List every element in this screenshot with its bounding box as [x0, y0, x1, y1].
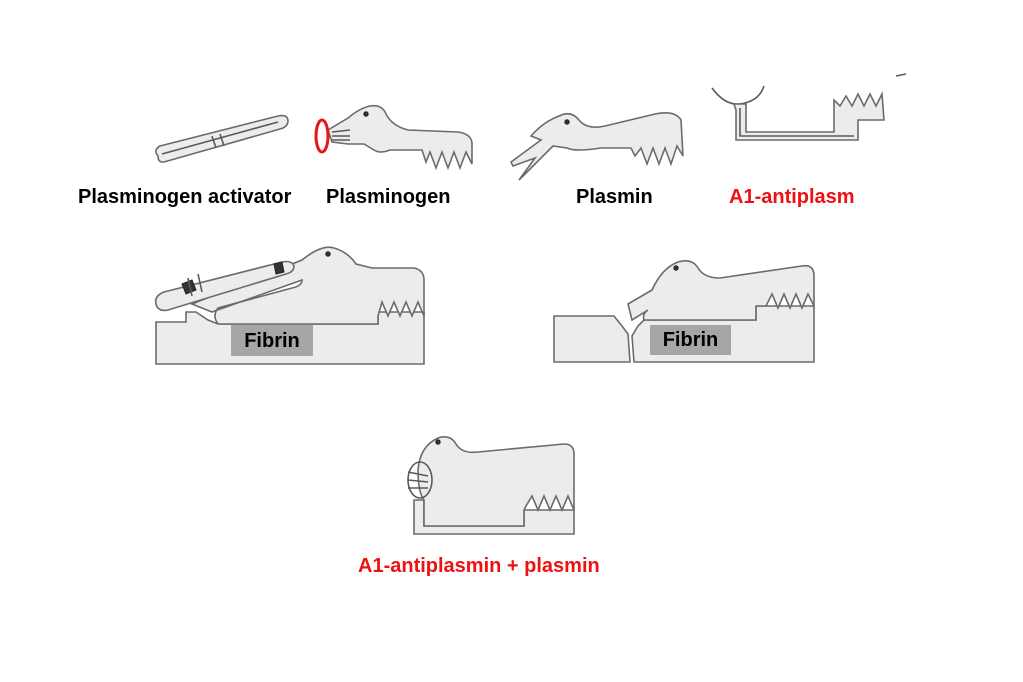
red-ring-highlight	[314, 118, 330, 154]
antiplasmin-clamp-icon	[711, 73, 907, 141]
label-a1-antiplasm: A1-antiplasm	[729, 186, 855, 208]
antiplasmin-plasmin-complex-icon	[407, 436, 575, 535]
plasmin-creature-icon	[509, 112, 684, 181]
plasmin-cleaving-fibrin-icon	[553, 260, 815, 363]
label-complex: A1-antiplasmin + plasmin	[358, 555, 600, 577]
label-plasminogen-activator: Plasminogen activator	[78, 186, 292, 208]
label-plasminogen: Plasminogen	[326, 186, 451, 208]
fibrin-label-left: Fibrin	[231, 325, 313, 356]
label-plasmin: Plasmin	[576, 186, 653, 208]
plasminogen-creature-icon	[314, 104, 473, 171]
rod-shaped-activator-icon	[155, 114, 289, 163]
fibrin-label-right: Fibrin	[650, 325, 731, 355]
